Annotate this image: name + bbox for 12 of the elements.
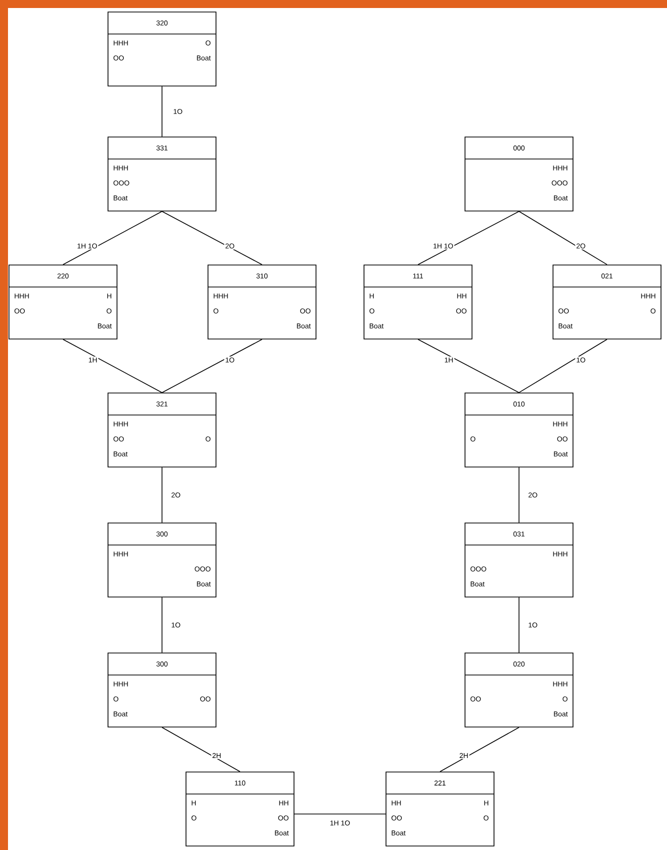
connector-line [518,339,608,393]
connector-line [440,727,520,772]
connector-line [518,467,520,523]
connector-line [62,210,162,265]
connector-line [418,210,520,265]
connector-line [518,597,520,653]
connector-line [62,339,162,393]
connector-line [162,727,240,772]
connector-line [162,339,262,393]
connector-line [418,339,520,393]
connector-line [162,210,262,265]
connector-line [518,210,608,265]
